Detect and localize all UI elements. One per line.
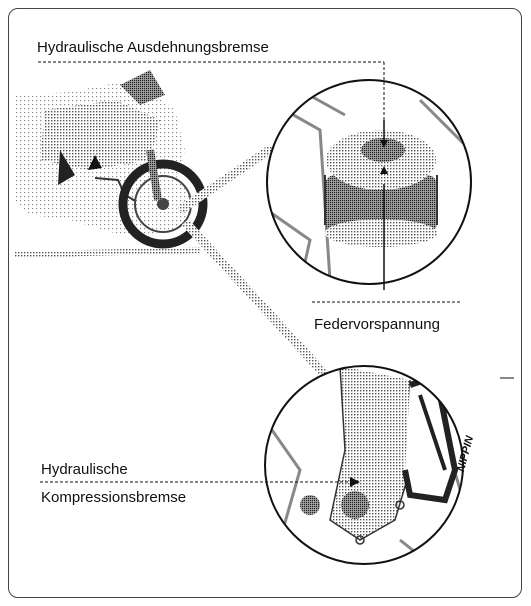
rebound-damping-label: Hydraulische Ausdehnungsbremse xyxy=(37,39,269,56)
compression-damping-label-line1: Hydraulische xyxy=(41,461,128,478)
spring-preload-label: Federvorspannung xyxy=(314,316,440,333)
compression-damping-label-line2: Kompressionsbremse xyxy=(41,489,186,506)
rebound-adjuster-detail xyxy=(267,80,471,290)
motorcycle-image xyxy=(14,70,203,255)
